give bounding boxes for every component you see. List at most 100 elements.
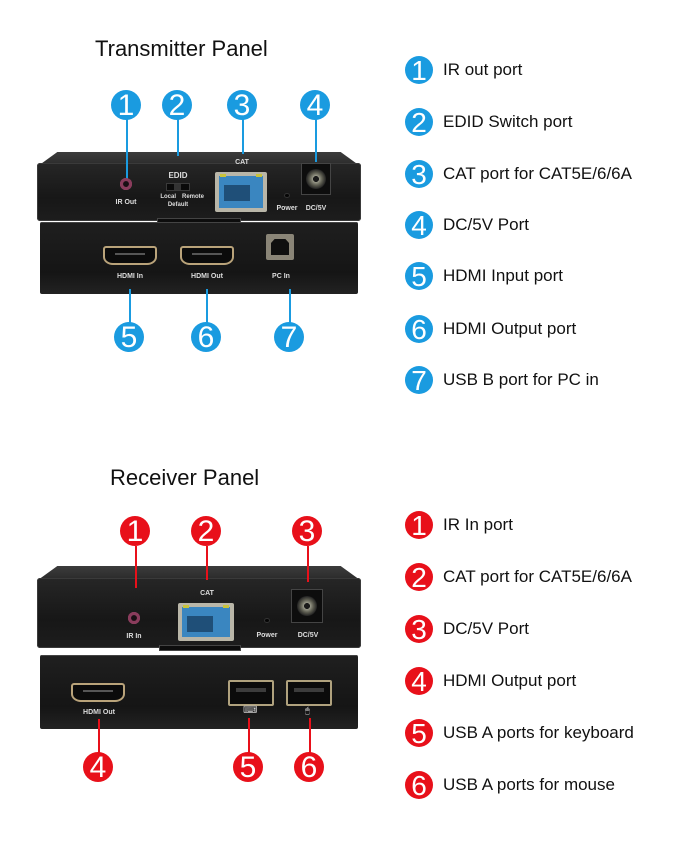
callout-leader-3 — [242, 118, 244, 154]
ir-in-label: IR In — [126, 633, 142, 640]
receiver-legend-item: 6 USB A ports for mouse — [405, 770, 615, 800]
power-label: Power — [256, 632, 278, 639]
callout-leader-6 — [309, 718, 311, 755]
dc-5v-label: DC/5V — [297, 632, 319, 639]
legend-badge: 1 — [405, 511, 433, 540]
transmitter-legend-item: 5 HDMI Input port — [405, 261, 563, 291]
legend-label: CAT port for CAT5E/6/6A — [443, 567, 632, 586]
receiver-callout-3: 3 — [292, 516, 322, 547]
edid-default-label: Default — [167, 202, 189, 208]
hdmi-out-label: HDMI Out — [83, 709, 115, 716]
dc-5v-jack — [301, 163, 331, 195]
legend-label: HDMI Output port — [443, 671, 577, 690]
keyboard-icon: ⌨ — [243, 705, 258, 716]
legend-badge: 2 — [405, 108, 433, 137]
transmitter-callout-1: 1 — [111, 90, 141, 121]
callout-leader-1 — [126, 118, 128, 180]
dc-5v-label: DC/5V — [305, 205, 327, 212]
transmitter-legend-item: 7 USB B port for PC in — [405, 365, 599, 395]
ir-in-jack — [128, 612, 140, 624]
legend-label: CAT port for CAT5E/6/6A — [443, 164, 632, 183]
legend-label: USB A ports for mouse — [443, 775, 615, 794]
legend-badge: 3 — [405, 160, 433, 189]
legend-label: HDMI Input port — [443, 266, 563, 285]
legend-label: HDMI Output port — [443, 319, 577, 338]
transmitter-callout-7: 7 — [274, 322, 304, 353]
receiver-seam — [160, 646, 240, 650]
ir-out-label: IR Out — [115, 199, 137, 206]
mouse-icon: 🖱 — [305, 706, 310, 715]
receiver-top-cover — [38, 566, 360, 580]
receiver-legend-item: 1 IR In port — [405, 510, 513, 540]
legend-badge: 3 — [405, 615, 433, 644]
pc-in-label: PC In — [272, 273, 290, 280]
hdmi-out-label: HDMI Out — [191, 273, 223, 280]
edid-remote-label: Remote — [182, 194, 205, 200]
transmitter-panel-title: Transmitter Panel — [95, 36, 268, 61]
usb-a-mouse-port — [286, 680, 332, 706]
cat-rj45-port — [215, 172, 267, 212]
callout-leader-4 — [315, 118, 317, 162]
transmitter-callout-4: 4 — [300, 90, 330, 121]
legend-badge: 7 — [405, 366, 433, 395]
callout-leader-5 — [248, 718, 250, 755]
hdmi-out-port — [71, 683, 125, 702]
transmitter-seam — [158, 219, 240, 223]
callout-leader-2 — [206, 546, 208, 580]
transmitter-callout-6: 6 — [191, 322, 221, 353]
callout-leader-6 — [206, 289, 208, 325]
hdmi-in-label: HDMI In — [116, 273, 144, 280]
edid-local-label: Local — [160, 194, 176, 200]
legend-badge: 2 — [405, 563, 433, 592]
callout-leader-4 — [98, 719, 100, 755]
legend-label: USB A ports for keyboard — [443, 723, 634, 742]
legend-badge: 5 — [405, 262, 433, 291]
callout-leader-7 — [289, 289, 291, 325]
ir-out-jack — [120, 178, 132, 190]
transmitter-callout-3: 3 — [227, 90, 257, 121]
transmitter-callout-2: 2 — [162, 90, 192, 121]
transmitter-legend-item: 1 IR out port — [405, 55, 522, 85]
edid-label: EDID — [168, 171, 188, 180]
transmitter-legend-item: 4 DC/5V Port — [405, 210, 529, 240]
callout-leader-1 — [135, 546, 137, 588]
receiver-callout-1: 1 — [120, 516, 150, 547]
power-led — [285, 194, 289, 197]
power-label: Power — [276, 205, 298, 212]
receiver-callout-2: 2 — [191, 516, 221, 547]
usb-a-keyboard-port — [228, 680, 274, 706]
usb-b-port — [266, 234, 294, 260]
receiver-legend-item: 2 CAT port for CAT5E/6/6A — [405, 562, 632, 592]
legend-badge: 6 — [405, 771, 433, 800]
receiver-legend-item: 4 HDMI Output port — [405, 666, 576, 696]
callout-leader-3 — [307, 546, 309, 582]
legend-badge: 6 — [405, 315, 433, 344]
legend-label: IR out port — [443, 60, 523, 79]
transmitter-callout-5: 5 — [114, 322, 144, 353]
legend-label: IR In port — [443, 515, 513, 534]
cat-label: CAT — [235, 159, 249, 166]
legend-badge: 5 — [405, 719, 433, 748]
transmitter-legend-item: 2 EDID Switch port — [405, 107, 572, 137]
power-led — [265, 619, 269, 622]
legend-badge: 4 — [405, 211, 433, 240]
callout-leader-5 — [129, 289, 131, 325]
cat-rj45-port — [178, 603, 234, 641]
edid-switch — [166, 183, 190, 191]
legend-label: DC/5V Port — [443, 619, 529, 638]
receiver-legend-item: 5 USB A ports for keyboard — [405, 718, 634, 748]
legend-label: EDID Switch port — [443, 112, 573, 131]
receiver-callout-6: 6 — [294, 752, 324, 783]
cat-label: CAT — [200, 590, 214, 597]
transmitter-legend-item: 3 CAT port for CAT5E/6/6A — [405, 159, 632, 189]
receiver-legend-item: 3 DC/5V Port — [405, 614, 529, 644]
receiver-panel-title: Receiver Panel — [110, 465, 260, 490]
legend-badge: 1 — [405, 56, 433, 85]
transmitter-top-cover — [38, 152, 360, 166]
callout-leader-2 — [177, 118, 179, 156]
receiver-callout-5: 5 — [233, 752, 263, 783]
hdmi-in-port — [103, 246, 157, 265]
legend-badge: 4 — [405, 667, 433, 696]
hdmi-out-port — [180, 246, 234, 265]
legend-label: DC/5V Port — [443, 215, 529, 234]
